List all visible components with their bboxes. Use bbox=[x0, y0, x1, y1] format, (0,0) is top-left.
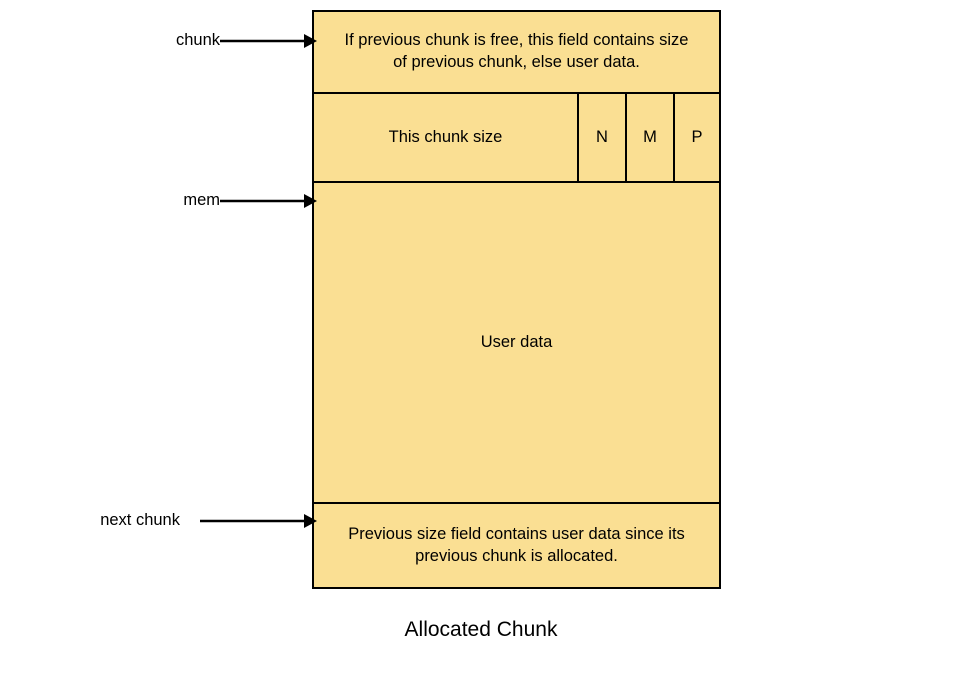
flag-m-cell: M bbox=[627, 94, 675, 181]
flag-p-cell: P bbox=[691, 128, 703, 146]
pointer-next-chunk-label: next chunk bbox=[100, 510, 180, 529]
allocated-chunk-box: If previous chunk is free, this field co… bbox=[312, 10, 721, 589]
prev-size-field-row: If previous chunk is free, this field co… bbox=[314, 12, 719, 94]
prev-size-note-row: Previous size field contains user data s… bbox=[314, 504, 719, 587]
chunk-size-label: This chunk size bbox=[314, 94, 579, 181]
pointer-mem-label: mem bbox=[183, 190, 220, 209]
pointer-next-chunk: next chunk bbox=[78, 510, 322, 530]
pointer-mem: mem bbox=[118, 190, 322, 210]
prev-size-note-text: Previous size field contains user data s… bbox=[348, 524, 685, 565]
pointer-chunk-label: chunk bbox=[175, 30, 220, 49]
user-data-field-row: User data bbox=[314, 183, 719, 504]
flag-n-cell: N bbox=[579, 94, 627, 181]
user-data-label: User data bbox=[480, 333, 553, 351]
chunk-size-field-row: This chunk size N M P bbox=[314, 94, 719, 183]
diagram-caption: Allocated Chunk bbox=[404, 618, 558, 641]
prev-size-field-text: If previous chunk is free, this field co… bbox=[344, 31, 689, 71]
pointer-chunk: chunk bbox=[118, 30, 322, 50]
